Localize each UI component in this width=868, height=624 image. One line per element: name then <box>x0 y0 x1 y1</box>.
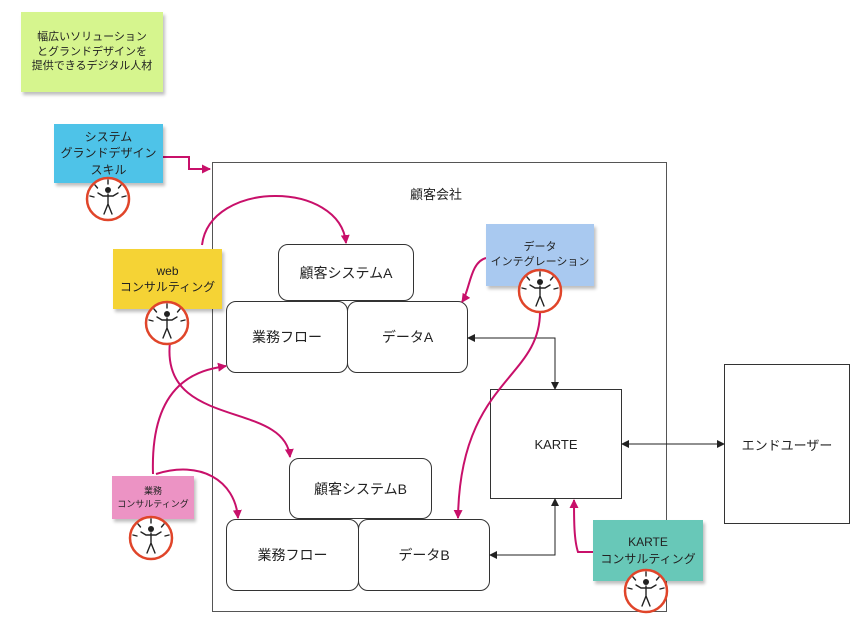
person-icon <box>128 515 174 561</box>
note-karte-consulting[interactable]: KARTE コンサルティング <box>593 520 703 581</box>
karte-box[interactable]: KARTE <box>490 389 622 499</box>
system-a-data[interactable]: データA <box>347 301 468 373</box>
person-icon <box>623 568 669 614</box>
client-company-label: 顧客会社 <box>410 187 463 202</box>
note-business-consulting[interactable]: 業務 コンサルティング <box>112 476 194 519</box>
end-user-box[interactable]: エンドユーザー <box>724 364 850 524</box>
system-b-flow[interactable]: 業務フロー <box>226 519 359 591</box>
system-b-data[interactable]: データB <box>358 519 490 591</box>
arrow-system-skill <box>163 156 211 174</box>
person-icon <box>144 300 190 346</box>
note-system-grand-design[interactable]: システム グランドデザイン スキル <box>54 124 163 183</box>
note-web-consulting[interactable]: web コンサルティング <box>113 249 222 309</box>
system-a-title[interactable]: 顧客システムA <box>278 244 414 301</box>
person-icon <box>517 268 563 314</box>
note-digital-talent[interactable]: 幅広いソリューション とグランドデザインを 提供できるデジタル人材 <box>21 12 163 92</box>
system-a-flow[interactable]: 業務フロー <box>226 301 348 373</box>
person-icon <box>85 176 131 222</box>
system-b-title[interactable]: 顧客システムB <box>289 458 432 519</box>
